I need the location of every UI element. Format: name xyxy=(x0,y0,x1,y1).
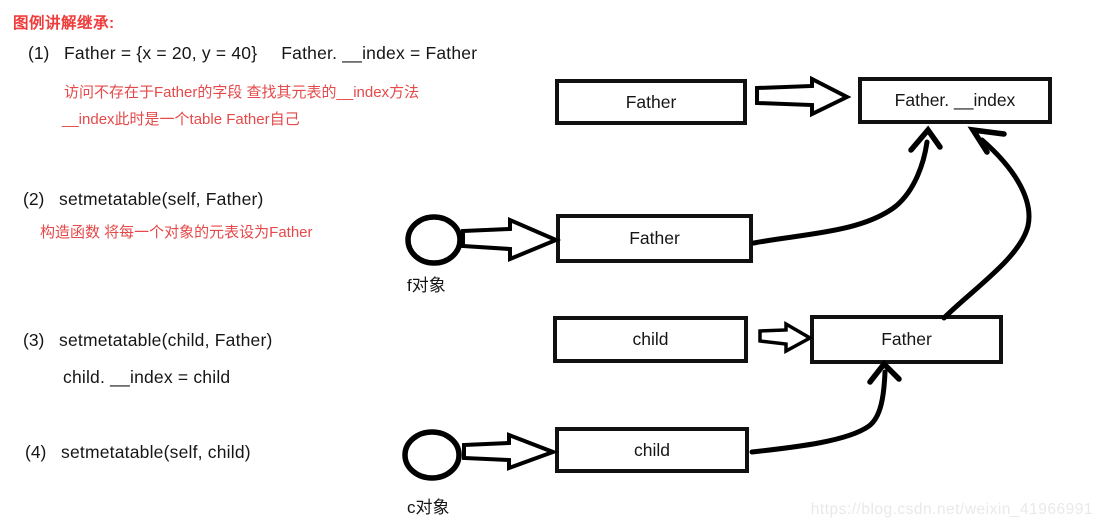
f-object-circle-icon xyxy=(405,214,463,266)
box-father-row1: Father xyxy=(555,79,747,125)
step-4-code: setmetatable(self, child) xyxy=(61,442,251,462)
step-2-number: (2) xyxy=(23,189,45,209)
step-1-number: (1) xyxy=(28,43,50,63)
step-1-code2: Father. __index = Father xyxy=(281,43,478,63)
step-2-code: setmetatable(self, Father) xyxy=(59,189,264,209)
step-2-note: 构造函数 将每一个对象的元表设为Father xyxy=(40,224,313,241)
step-3-code: setmetatable(child, Father) xyxy=(59,330,273,350)
f-object-label: f对象 xyxy=(407,276,446,295)
block-arrow-row3-icon xyxy=(758,320,814,354)
block-arrow-row4-icon xyxy=(462,432,559,471)
box-father-row3-label: Father xyxy=(881,329,932,349)
arrowhead-child-to-father3-icon xyxy=(867,359,902,385)
arrowhead-father3-to-index-icon xyxy=(967,126,1007,155)
step-1-note-2: __index此时是一个table Father自己 xyxy=(62,111,300,128)
box-father-index: Father. __index xyxy=(858,77,1052,124)
step-2: (2) setmetatable(self, Father) xyxy=(23,189,264,210)
curved-arrow-father3-to-index xyxy=(941,137,1032,321)
box-father-row3: Father xyxy=(810,315,1003,364)
step-1-code: Father = {x = 20, y = 40} xyxy=(64,43,258,63)
step-4-number: (4) xyxy=(25,442,47,462)
box-child-row3-label: child xyxy=(632,329,669,349)
box-child-row4-label: child xyxy=(634,439,670,460)
box-father-row2-label: Father xyxy=(629,228,680,248)
step-3-code2: child. __index = child xyxy=(63,367,231,387)
step-4: (4) setmetatable(self, child) xyxy=(25,442,251,463)
block-arrow-row2-icon xyxy=(461,216,562,262)
box-father-row1-label: Father xyxy=(625,91,677,112)
c-object-circle-icon xyxy=(402,429,462,481)
step-1-note-1: 访问不存在于Father的字段 查找其元表的__index方法 xyxy=(64,84,420,101)
curved-arrow-father2-to-index xyxy=(751,139,930,246)
step-3-number: (3) xyxy=(23,330,45,350)
page-title: 图例讲解继承: xyxy=(13,15,115,32)
arrowhead-father2-to-index-icon xyxy=(908,125,943,153)
box-child-row3: child xyxy=(553,316,748,363)
box-child-row4: child xyxy=(555,427,749,473)
step-3: (3) setmetatable(child, Father) xyxy=(23,330,273,351)
block-arrow-row1-icon xyxy=(755,75,852,118)
curved-arrow-child-to-father3 xyxy=(749,369,888,455)
step-1: (1) Father = {x = 20, y = 40} Father. __… xyxy=(28,43,477,64)
box-father-index-label: Father. __index xyxy=(894,90,1016,110)
c-object-label: c对象 xyxy=(407,498,450,517)
watermark-url: https://blog.csdn.net/weixin_41966991 xyxy=(810,501,1093,518)
box-father-row2: Father xyxy=(556,214,753,263)
